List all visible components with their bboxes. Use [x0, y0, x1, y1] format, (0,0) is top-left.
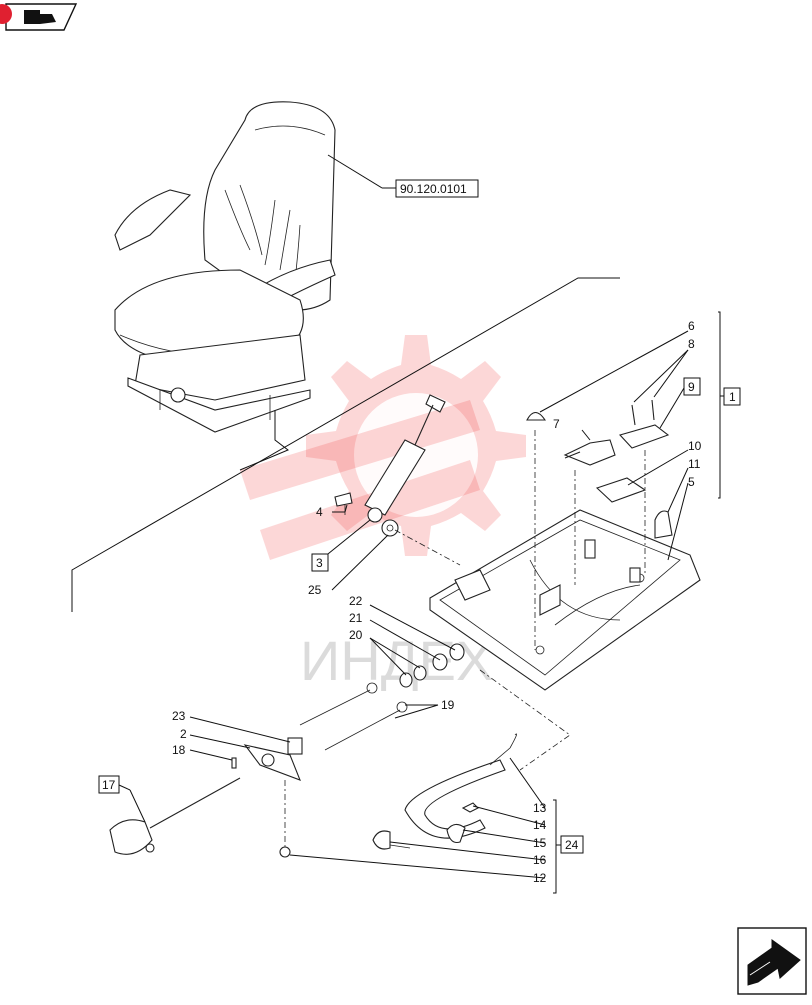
slide-7 [563, 439, 616, 466]
callout-1: 1 [729, 390, 736, 404]
folder-back-icon[interactable] [0, 3, 78, 31]
callout-23: 23 [172, 709, 186, 723]
callout-11: 11 [688, 457, 701, 471]
springs-19 [299, 682, 408, 751]
reference-label: 90.120.0101 [400, 182, 467, 196]
callout-15: 15 [533, 836, 547, 850]
callout-10: 10 [688, 439, 702, 453]
bump-stop [654, 510, 673, 539]
callout-14: 14 [533, 818, 547, 832]
callout-19: 19 [441, 698, 455, 712]
callout-21: 21 [349, 611, 363, 625]
callout-8: 8 [688, 337, 695, 351]
callout-4: 4 [316, 505, 323, 519]
callout-20: 20 [349, 628, 363, 642]
washer-25 [381, 519, 399, 537]
gas-strut [364, 394, 446, 523]
callout-22: 22 [349, 594, 363, 608]
seat-illustration [114, 101, 336, 433]
watermark-text: ИНДЕХ [300, 629, 493, 692]
callout-5: 5 [688, 475, 695, 489]
callout-3: 3 [316, 556, 323, 570]
next-page-arrow-icon[interactable] [737, 927, 807, 995]
seat-frame [429, 509, 701, 691]
callout-6: 6 [688, 319, 695, 333]
callout-16: 16 [533, 853, 547, 867]
callout-17: 17 [102, 778, 116, 792]
cable-assembly-24 [372, 733, 518, 850]
callout-2: 2 [180, 727, 187, 741]
callout-7: 7 [553, 417, 560, 431]
callout-25: 25 [308, 583, 322, 597]
callout-12: 12 [533, 871, 547, 885]
callout-9: 9 [688, 380, 695, 394]
pad-10 [595, 477, 647, 503]
plate-9 [618, 424, 670, 449]
callout-18: 18 [172, 743, 186, 757]
handle-17 [109, 777, 241, 855]
callout-13: 13 [533, 801, 547, 815]
knob-6 [526, 411, 547, 421]
callout-24: 24 [565, 838, 579, 852]
bolt-4 [334, 492, 353, 515]
